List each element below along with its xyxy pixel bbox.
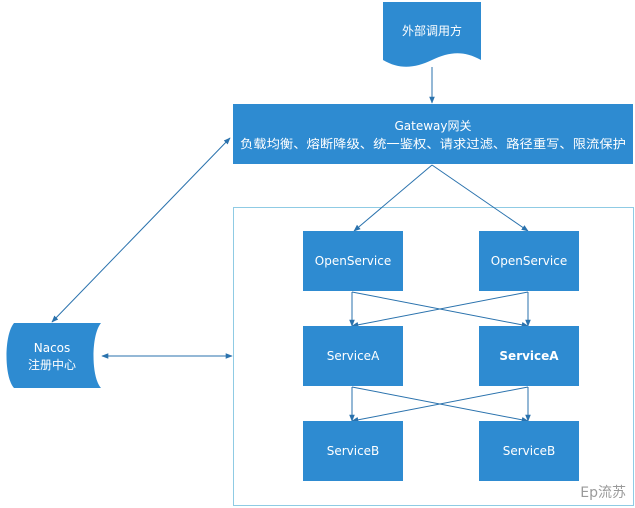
open-service-right-label: OpenService [491,254,567,268]
nacos-node: Nacos 注册中心 [6,323,101,388]
edge-open-right-a-left [351,291,529,328]
edge-gateway-to-open-left [353,164,433,232]
nacos-name: Nacos [34,341,71,355]
edge-gateway-to-open-right [431,164,529,232]
edges [51,67,531,423]
service-a-left-label: ServiceA [327,349,380,363]
open-service-left-node: OpenService [303,231,403,291]
service-b-right-label: ServiceB [503,444,556,458]
service-a-right-box [479,326,579,386]
nacos-role: 注册中心 [28,357,76,372]
service-b-left-node: ServiceB [303,421,403,481]
gateway-box [233,104,633,164]
service-a-left-node: ServiceA [303,326,403,386]
open-service-right-node: OpenService [479,231,579,291]
gateway-title: Gateway网关 [394,119,471,133]
watermark: Ep流苏 [580,485,626,501]
service-b-right-box [479,421,579,481]
gateway-features: 负载均衡、熔断降级、统一鉴权、请求过滤、路径重写、限流保护 [240,136,626,151]
service-b-left-box [303,421,403,481]
edge-gateway-nacos [51,137,231,323]
service-a-right-node: ServiceA [479,326,579,386]
open-service-left-box [303,231,403,291]
services-container [233,207,634,506]
external-caller-shape [383,2,481,67]
external-caller-label: 外部调用方 [402,23,462,38]
open-service-left-label: OpenService [315,254,391,268]
nacos-shape [6,323,101,388]
service-b-left-label: ServiceB [327,444,380,458]
edge-a-right-b-left [351,386,529,423]
service-a-right-label: ServiceA [499,349,559,363]
open-service-right-box [479,231,579,291]
service-a-left-box [303,326,403,386]
gateway-node: Gateway网关 负载均衡、熔断降级、统一鉴权、请求过滤、路径重写、限流保护 [233,104,633,164]
service-b-right-node: ServiceB [479,421,579,481]
external-caller-node: 外部调用方 [383,2,481,67]
